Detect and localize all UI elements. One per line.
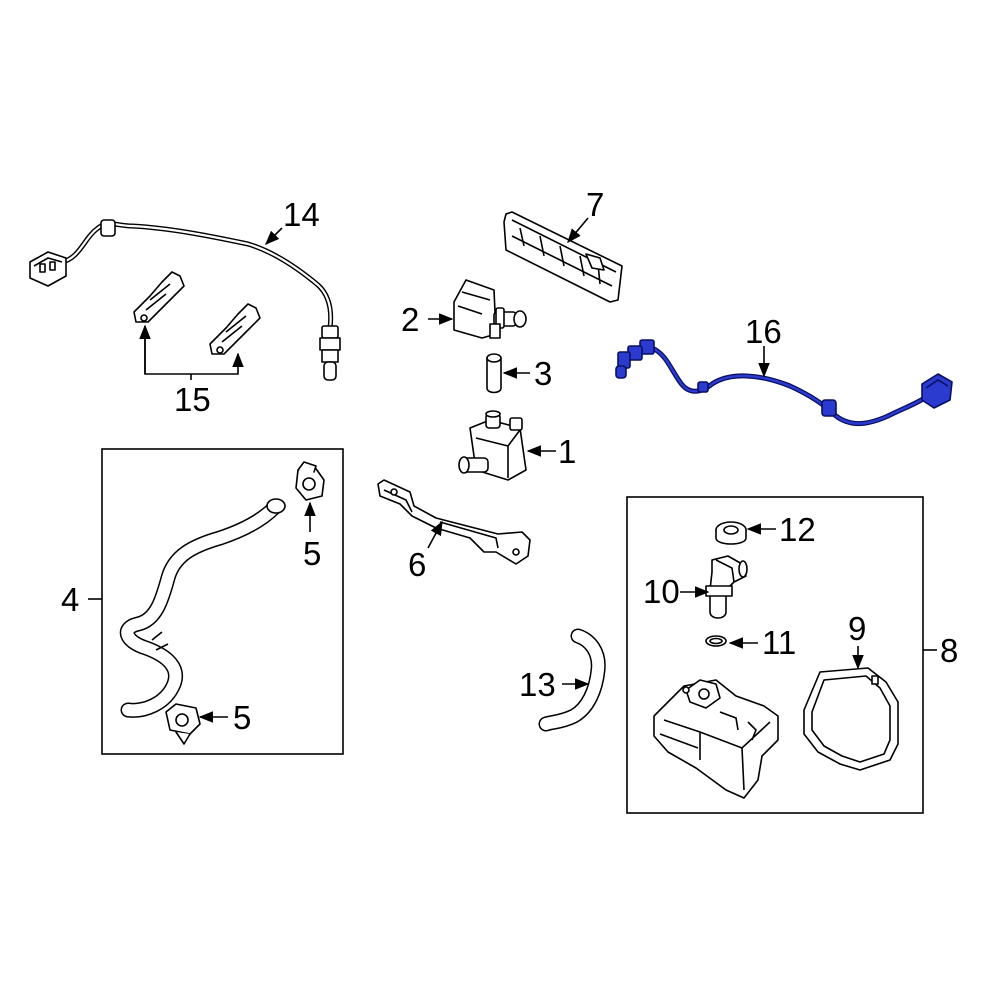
part-6-bracket[interactable]: [377, 479, 531, 565]
callout-6: 6: [408, 546, 426, 583]
callout-12: 12: [779, 511, 816, 548]
callout-7: 7: [586, 186, 604, 223]
part-4-hose[interactable]: [119, 498, 286, 718]
part-14-oxygen-sensor[interactable]: [29, 219, 341, 381]
part-11-o-ring[interactable]: [705, 635, 727, 647]
left-group-box: [101, 448, 344, 755]
callout-15: 15: [174, 381, 211, 418]
callout-16: 16: [745, 313, 782, 350]
right-group-box: [626, 496, 924, 814]
part-13-hose[interactable]: [538, 628, 606, 732]
part-2-sensor[interactable]: [453, 279, 527, 339]
part-12-grommet[interactable]: [715, 521, 747, 545]
part-10-pcv-valve[interactable]: [705, 555, 748, 619]
callout-5-upper: 5: [303, 535, 321, 572]
callout-10: 10: [643, 573, 680, 610]
callout-leaders: [88, 217, 937, 723]
callout-5-lower: 5: [233, 699, 251, 736]
callout-13: 13: [519, 666, 556, 703]
callout-2: 2: [401, 301, 419, 338]
part-5-clamp-upper[interactable]: [295, 461, 325, 501]
callout-8: 8: [940, 632, 958, 669]
part-7-heat-shield[interactable]: [503, 211, 623, 303]
callout-1: 1: [558, 433, 576, 470]
part-15-brackets[interactable]: [133, 271, 261, 355]
part-16-oxygen-sensor-highlighted[interactable]: [615, 339, 953, 426]
callout-11: 11: [762, 624, 796, 661]
callout-3: 3: [534, 355, 552, 392]
part-3-spacer[interactable]: [486, 353, 502, 394]
callout-14: 14: [283, 196, 320, 233]
part-1-purge-valve[interactable]: [458, 410, 527, 481]
callout-9: 9: [848, 610, 866, 647]
part-8-valve-cover[interactable]: [653, 679, 779, 799]
callout-4: 4: [61, 581, 79, 618]
part-9-gasket[interactable]: [803, 667, 899, 771]
part-5-clamp-lower[interactable]: [165, 703, 201, 745]
